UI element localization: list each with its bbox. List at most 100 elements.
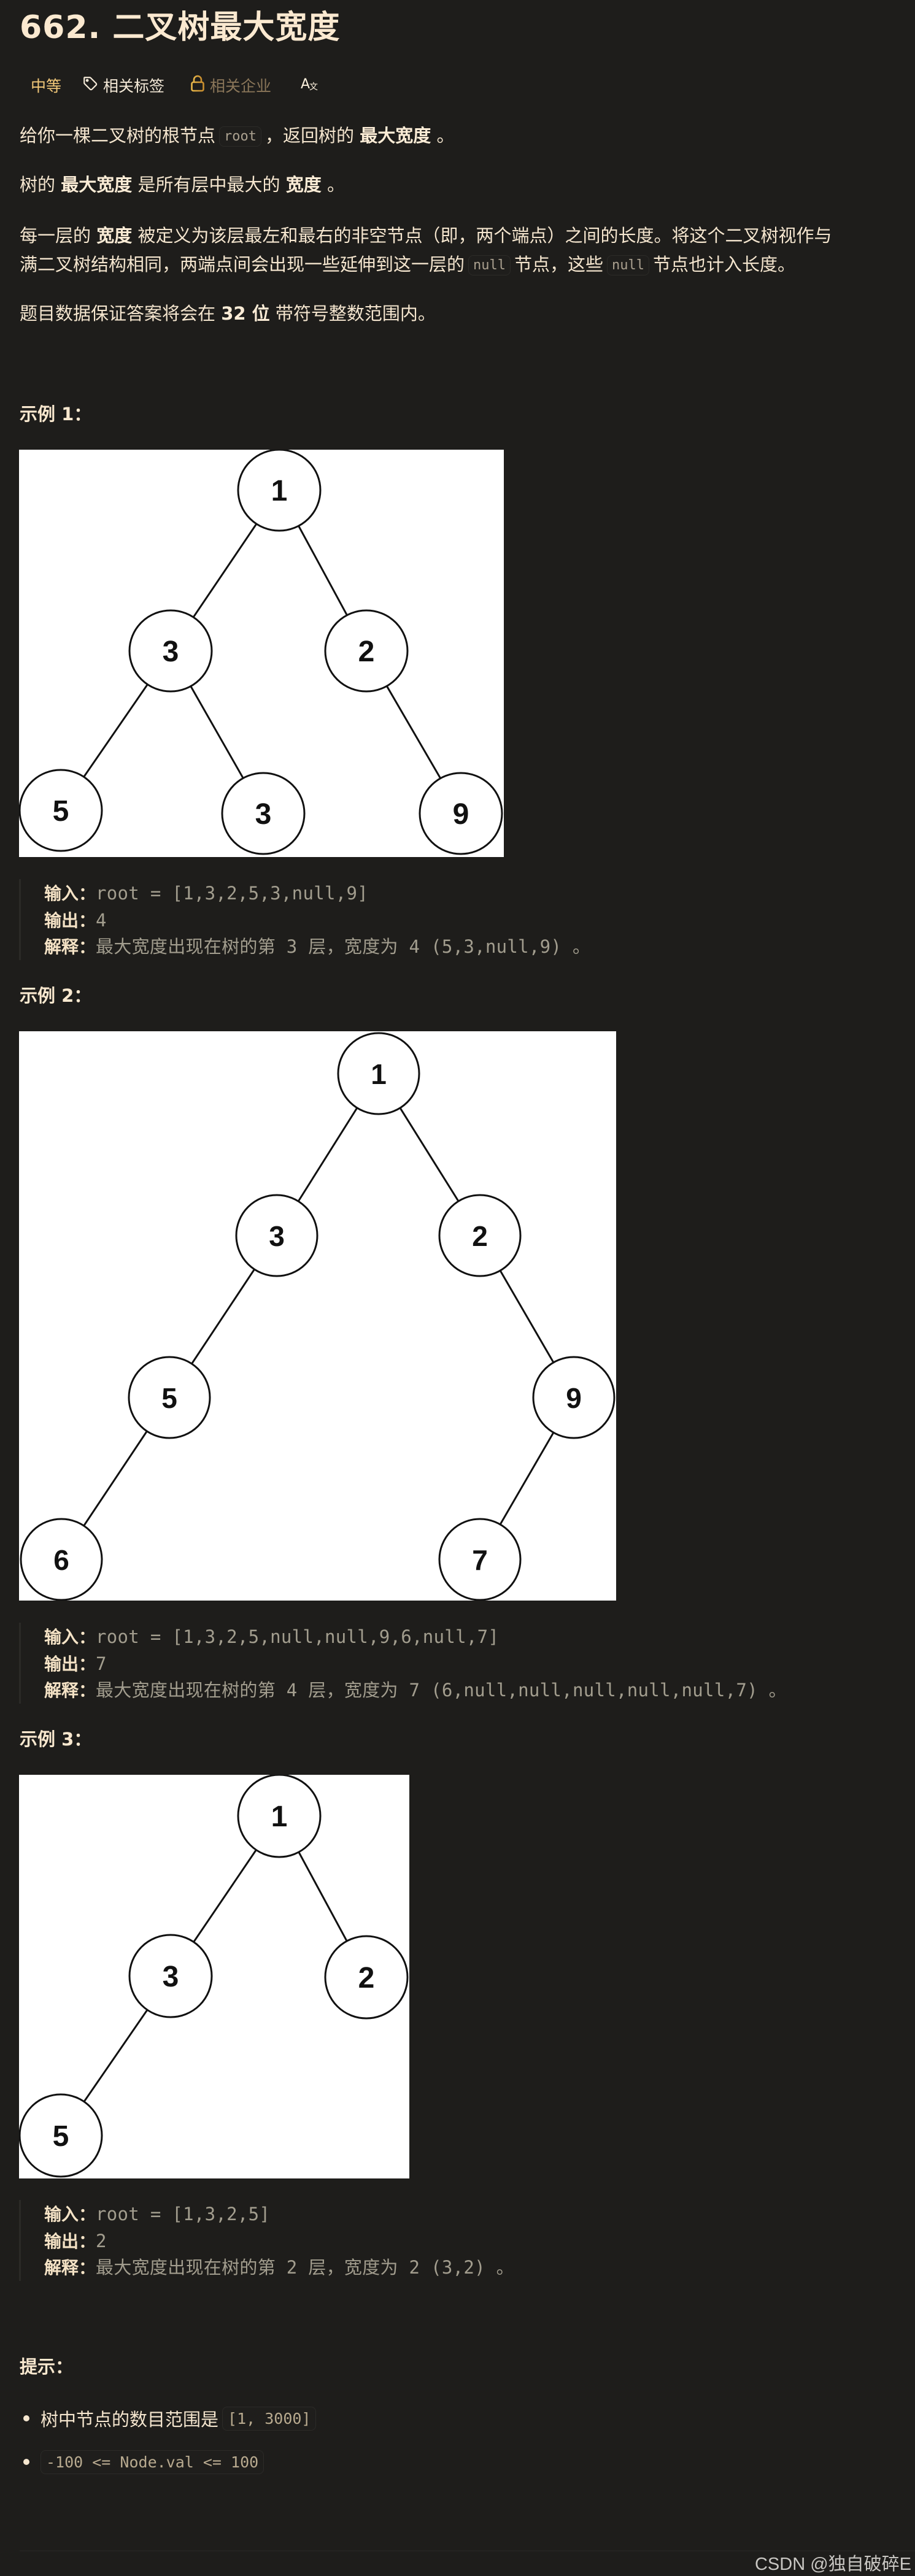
output-line: 输出：2 <box>44 2228 514 2255</box>
bold-text: 宽度 <box>96 225 133 246</box>
inline-code-null: null <box>468 255 511 275</box>
output-value: 7 <box>96 1653 107 1674</box>
text: 节点，这些 <box>514 254 604 275</box>
svg-text:A: A <box>301 77 310 91</box>
hint-item: 树中节点的数目范围是 [1, 3000] <box>20 2405 317 2432</box>
hint-item: -100 <= Node.val <= 100 <box>20 2448 264 2475</box>
svg-text:3: 3 <box>269 1220 285 1252</box>
svg-text:文: 文 <box>309 82 318 91</box>
svg-text:9: 9 <box>566 1382 582 1414</box>
svg-text:2: 2 <box>358 636 375 668</box>
description-paragraph-3: 每一层的 宽度 被定义为该层最左和最右的非空节点（即，两个端点）之间的长度。将这… <box>20 221 832 280</box>
explain-line: 解释：最大宽度出现在树的第 4 层，宽度为 7 (6,null,null,nul… <box>44 1677 787 1704</box>
description-paragraph-4: 题目数据保证答案将会在 32 位 带符号整数范围内。 <box>20 299 436 328</box>
bullet-icon <box>23 2415 29 2421</box>
text: 每一层的 <box>20 225 91 246</box>
example-3-heading: 示例 3： <box>20 1729 92 1750</box>
input-value: root = [1,3,2,5,3,null,9] <box>96 883 369 904</box>
text: 满二叉树结构相同，两端点间会出现一些延伸到这一层的 <box>20 254 465 275</box>
inline-code-root: root <box>219 126 261 147</box>
hint-text: 树中节点的数目范围是 <box>41 2409 219 2430</box>
related-companies-button[interactable]: 相关企业 <box>176 74 282 96</box>
binary-tree-diagram: 1 3 2 5 9 6 7 <box>20 1032 616 1601</box>
svg-text:1: 1 <box>271 475 288 507</box>
svg-text:1: 1 <box>271 1801 288 1833</box>
explain-label: 解释： <box>44 2258 96 2278</box>
explain-label: 解释： <box>44 1680 96 1701</box>
bold-text: 最大宽度 <box>61 174 133 195</box>
paragraph-line: 每一层的 宽度 被定义为该层最左和最右的非空节点（即，两个端点）之间的长度。将这… <box>20 221 832 250</box>
difficulty-badge[interactable]: 中等 <box>20 74 72 96</box>
input-line: 输入：root = [1,3,2,5,null,null,9,6,null,7] <box>44 1624 787 1651</box>
explain-value: 最大宽度出现在树的第 2 层，宽度为 2 (3,2) 。 <box>96 2257 514 2278</box>
footer-divider <box>20 2550 915 2551</box>
text: 带符号整数范围内。 <box>275 303 436 324</box>
output-label: 输出： <box>44 1653 96 1674</box>
output-value: 4 <box>96 909 107 931</box>
svg-text:7: 7 <box>472 1544 488 1576</box>
explain-value: 最大宽度出现在树的第 4 层，宽度为 7 (6,null,null,null,n… <box>96 1680 787 1701</box>
lock-icon <box>190 75 210 96</box>
input-line: 输入：root = [1,3,2,5] <box>44 2201 514 2228</box>
svg-text:2: 2 <box>472 1220 488 1252</box>
text: 是所有层中最大的 <box>137 174 280 195</box>
related-topics-label: 相关标签 <box>103 77 165 95</box>
text: 。 <box>326 174 345 195</box>
example-3-tree-image: 1 3 2 5 <box>19 1775 409 2178</box>
explain-line: 解释：最大宽度出现在树的第 2 层，宽度为 2 (3,2) 。 <box>44 2255 514 2282</box>
svg-text:3: 3 <box>255 798 272 831</box>
hints-heading: 提示： <box>20 2356 74 2377</box>
svg-text:2: 2 <box>358 1962 375 1994</box>
input-label: 输入： <box>44 883 96 904</box>
explain-label: 解释： <box>44 937 96 957</box>
example-1-heading: 示例 1： <box>20 404 92 425</box>
svg-text:5: 5 <box>53 795 69 828</box>
output-value: 2 <box>96 2230 107 2251</box>
bold-text: 32 位 <box>221 303 270 324</box>
text: 。 <box>436 125 455 146</box>
input-label: 输入： <box>44 1627 96 1647</box>
output-label: 输出： <box>44 2231 96 2251</box>
svg-text:3: 3 <box>163 636 179 668</box>
related-companies-label: 相关企业 <box>210 77 272 95</box>
binary-tree-diagram: 1 3 2 5 <box>19 1775 409 2178</box>
inline-code: [1, 3000] <box>222 2406 317 2431</box>
example-2-tree-image: 1 3 2 5 9 6 7 <box>19 1031 616 1601</box>
output-label: 输出： <box>44 910 96 931</box>
watermark: CSDN @独自破碎E <box>754 2555 911 2574</box>
page-title: 662. 二叉树最大宽度 <box>20 9 341 46</box>
svg-text:5: 5 <box>53 2120 69 2153</box>
svg-text:3: 3 <box>163 1961 179 1993</box>
input-value: root = [1,3,2,5,null,null,9,6,null,7] <box>96 1626 500 1647</box>
explain-line: 解释：最大宽度出现在树的第 3 层，宽度为 4 (5,3,null,9) 。 <box>44 934 590 961</box>
text: ，返回树的 <box>265 125 355 146</box>
difficulty-label: 中等 <box>31 77 62 95</box>
inline-code-null: null <box>607 255 649 275</box>
explain-value: 最大宽度出现在树的第 3 层，宽度为 4 (5,3,null,9) 。 <box>96 936 591 957</box>
input-label: 输入： <box>44 2204 96 2224</box>
svg-text:9: 9 <box>453 798 469 831</box>
binary-tree-diagram: 1 3 2 5 3 9 <box>19 450 503 855</box>
example-2-io-block: 输入：root = [1,3,2,5,null,null,9,6,null,7]… <box>19 1623 787 1704</box>
related-topics-button[interactable]: 相关标签 <box>72 74 176 96</box>
example-3-io-block: 输入：root = [1,3,2,5] 输出：2 解释：最大宽度出现在树的第 2… <box>19 2200 514 2281</box>
bullet-icon <box>23 2459 29 2465</box>
input-value: root = [1,3,2,5] <box>96 2204 271 2224</box>
description-paragraph-2: 树的 最大宽度 是所有层中最大的 宽度 。 <box>20 171 345 199</box>
text: 被定义为该层最左和最右的非空节点（即，两个端点）之间的长度。将这个二叉树视作与 <box>137 225 832 246</box>
input-line: 输入：root = [1,3,2,5,3,null,9] <box>44 880 590 907</box>
inline-code: -100 <= Node.val <= 100 <box>41 2450 264 2474</box>
tag-icon <box>82 75 103 95</box>
example-1-io-block: 输入：root = [1,3,2,5,3,null,9] 输出：4 解释：最大宽… <box>19 879 590 960</box>
bold-text: 最大宽度 <box>360 125 431 146</box>
text: 树的 <box>20 174 56 195</box>
text: 给你一棵二叉树的根节点 <box>20 125 216 146</box>
output-line: 输出：7 <box>44 1651 787 1678</box>
example-1-tree-image: 1 3 2 5 3 9 <box>19 450 504 857</box>
bold-text: 宽度 <box>285 174 322 195</box>
